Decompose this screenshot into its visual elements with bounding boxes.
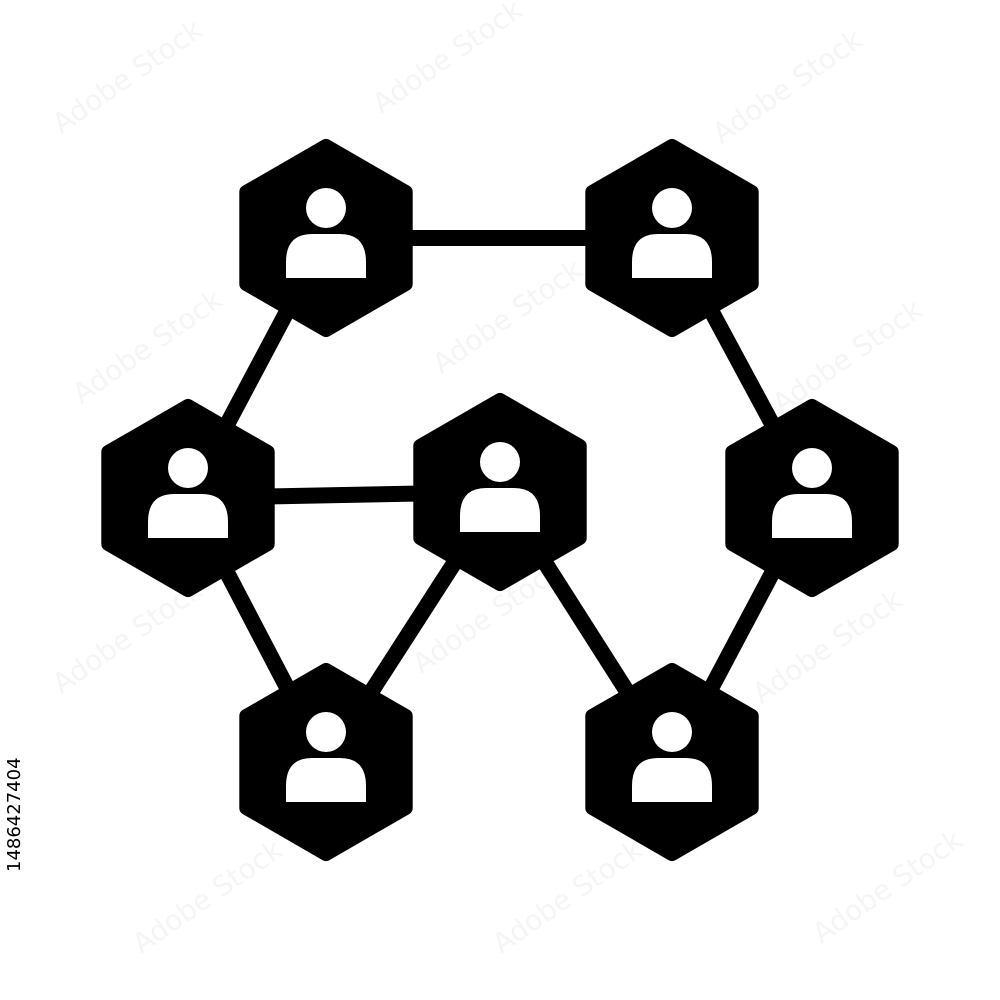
user-icon [460,442,540,532]
user-icon [632,712,712,802]
user-icon [148,448,228,538]
node-bottom-left [239,663,413,861]
stock-id-label: 1486427404 [4,757,25,872]
node-mid-left [101,399,275,597]
node-top-left [239,139,413,337]
node-bottom-right [585,663,759,861]
node-mid-right [725,399,899,597]
nodes-layer [101,139,899,861]
user-icon [286,712,366,802]
user-icon [772,448,852,538]
node-center [413,393,587,591]
user-icon [632,188,712,278]
node-top-right [585,139,759,337]
user-icon [286,188,366,278]
